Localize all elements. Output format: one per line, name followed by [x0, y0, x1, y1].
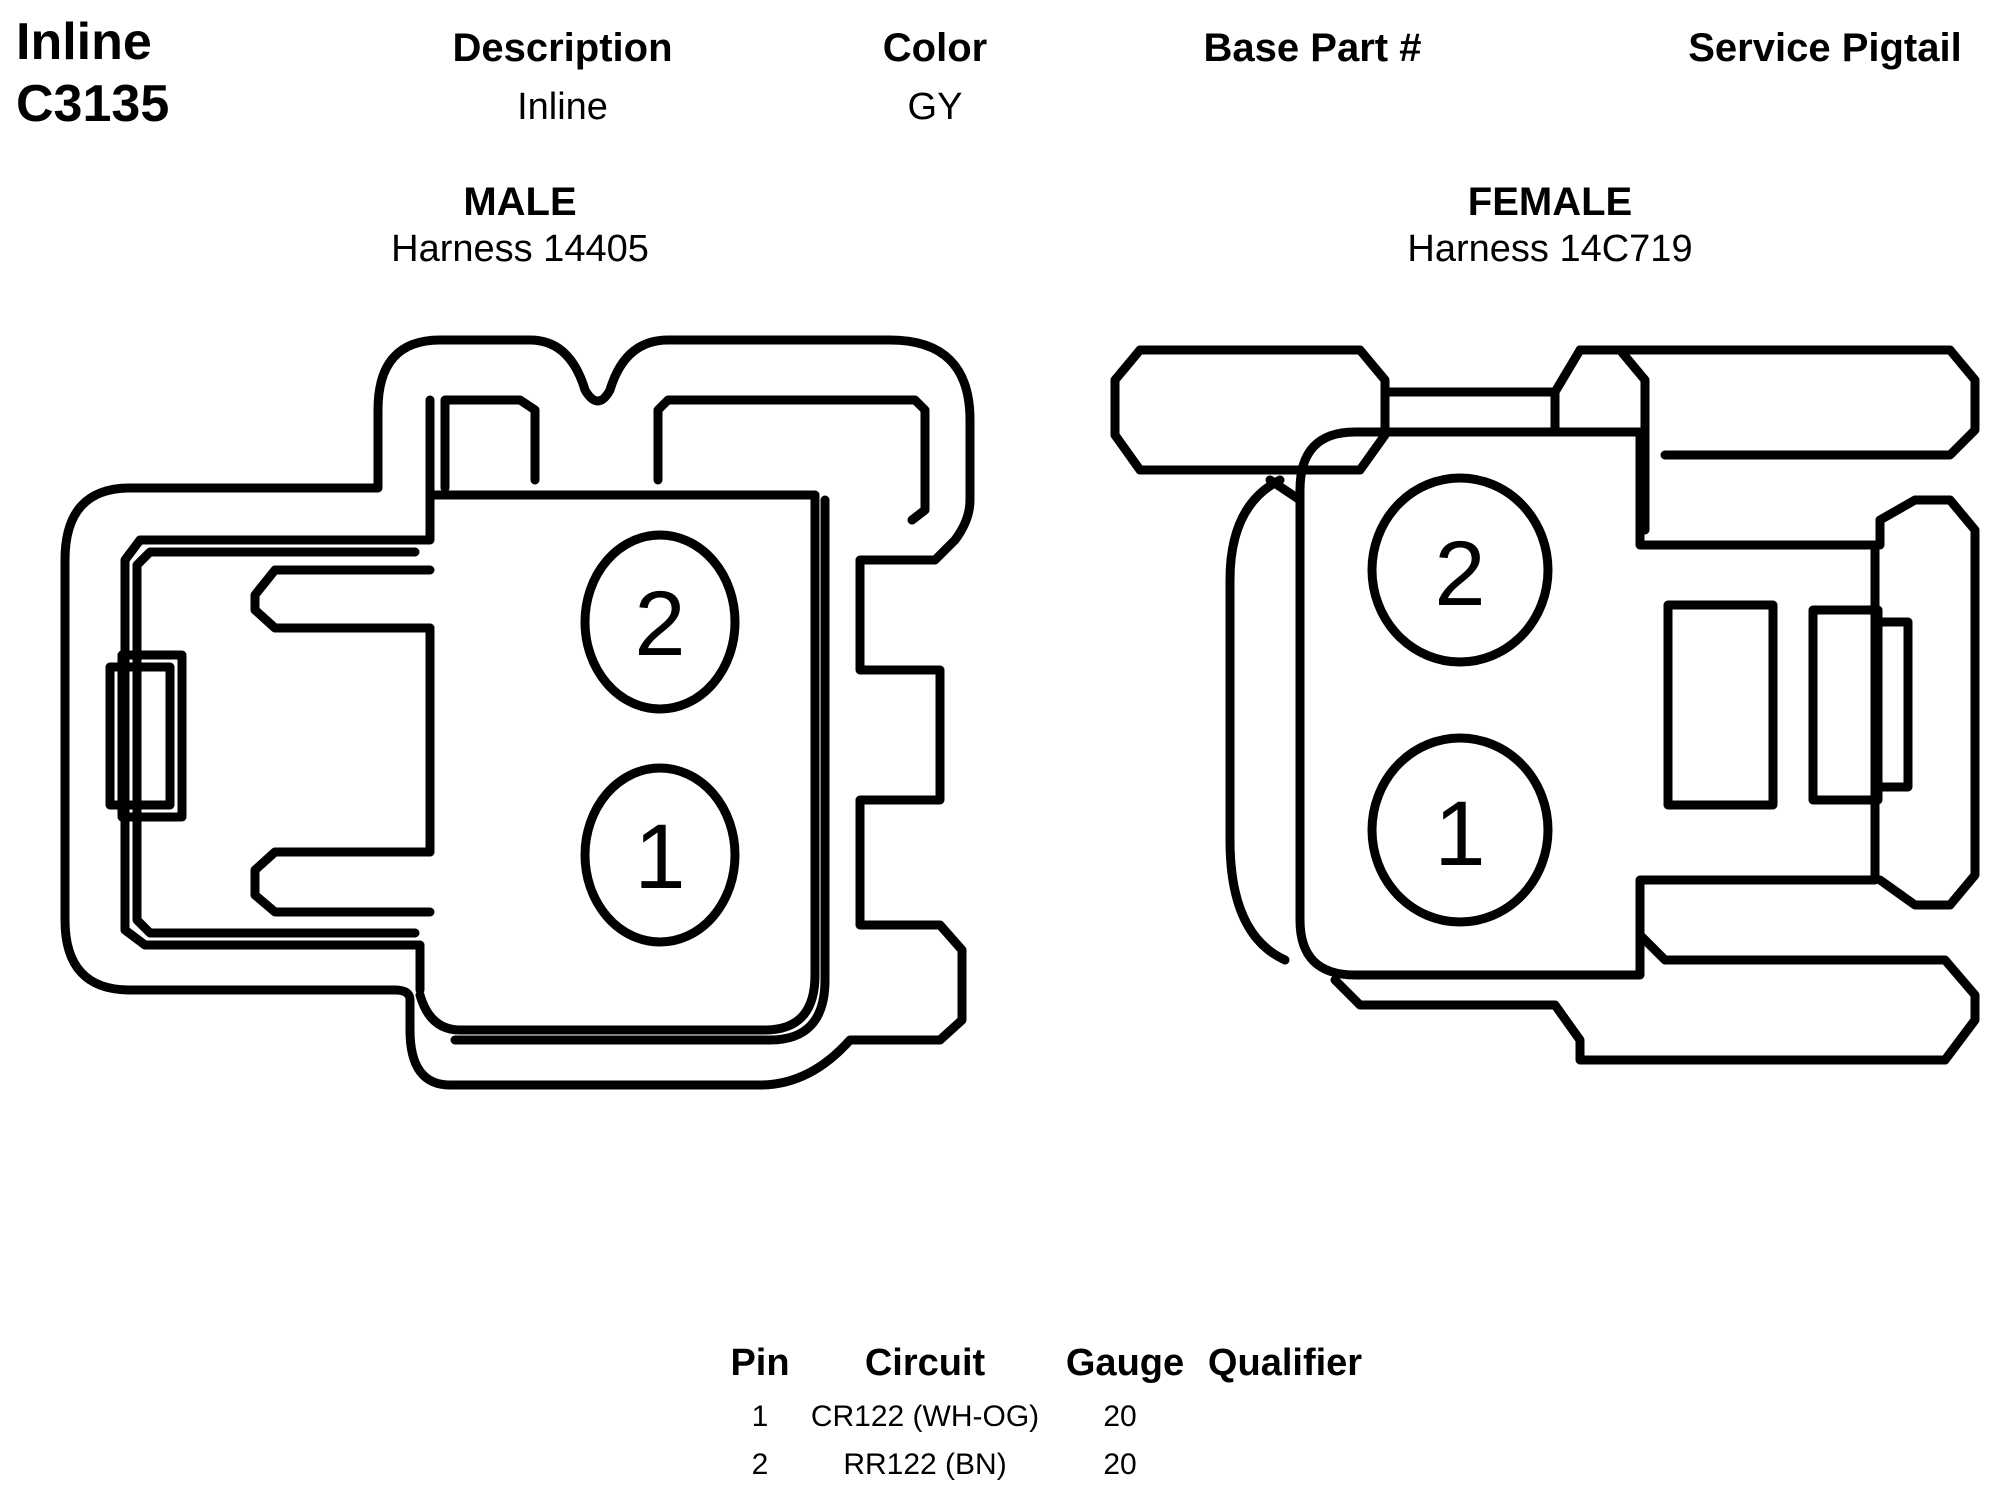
female-pin-2-label: 2: [1434, 523, 1485, 625]
female-connector-outline: [1110, 345, 1980, 1065]
female-pin-2: [1367, 473, 1553, 667]
row-2-pin: 2: [751, 1448, 769, 1481]
qualifier-header: Qualifier: [1207, 1342, 1363, 1384]
male-pin-1-label: 1: [634, 806, 685, 908]
connector-type: Inline: [16, 13, 152, 71]
description-value: Inline: [517, 86, 608, 128]
male-title: MALE: [463, 180, 577, 224]
gauge-header: Gauge: [1065, 1342, 1185, 1384]
female-pin-1-label: 1: [1434, 783, 1485, 885]
color-value: GY: [907, 86, 963, 128]
female-pin-1: [1367, 733, 1553, 927]
female-title: FEMALE: [1467, 180, 1633, 224]
male-pin-2-label: 2: [634, 573, 685, 675]
connector-id: C3135: [16, 75, 170, 133]
row-1-gauge: 20: [1103, 1400, 1137, 1433]
row-2-circuit: RR122 (BN): [843, 1448, 1007, 1481]
color-header: Color: [882, 26, 988, 70]
male-pin-2: [580, 530, 740, 714]
row-1-circuit: CR122 (WH-OG): [810, 1400, 1040, 1433]
row-1-pin: 1: [751, 1400, 769, 1433]
circuit-header: Circuit: [864, 1342, 986, 1384]
row-2-gauge: 20: [1103, 1448, 1137, 1481]
male-harness: Harness 14405: [391, 228, 649, 270]
description-header: Description: [452, 26, 673, 70]
female-harness: Harness 14C719: [1407, 228, 1693, 270]
male-connector-outline: [60, 335, 975, 1090]
base-part-header: Base Part #: [1203, 26, 1422, 70]
male-pin-1: [580, 763, 740, 947]
pin-header: Pin: [730, 1342, 790, 1384]
service-pigtail-header: Service Pigtail: [1688, 26, 1962, 70]
